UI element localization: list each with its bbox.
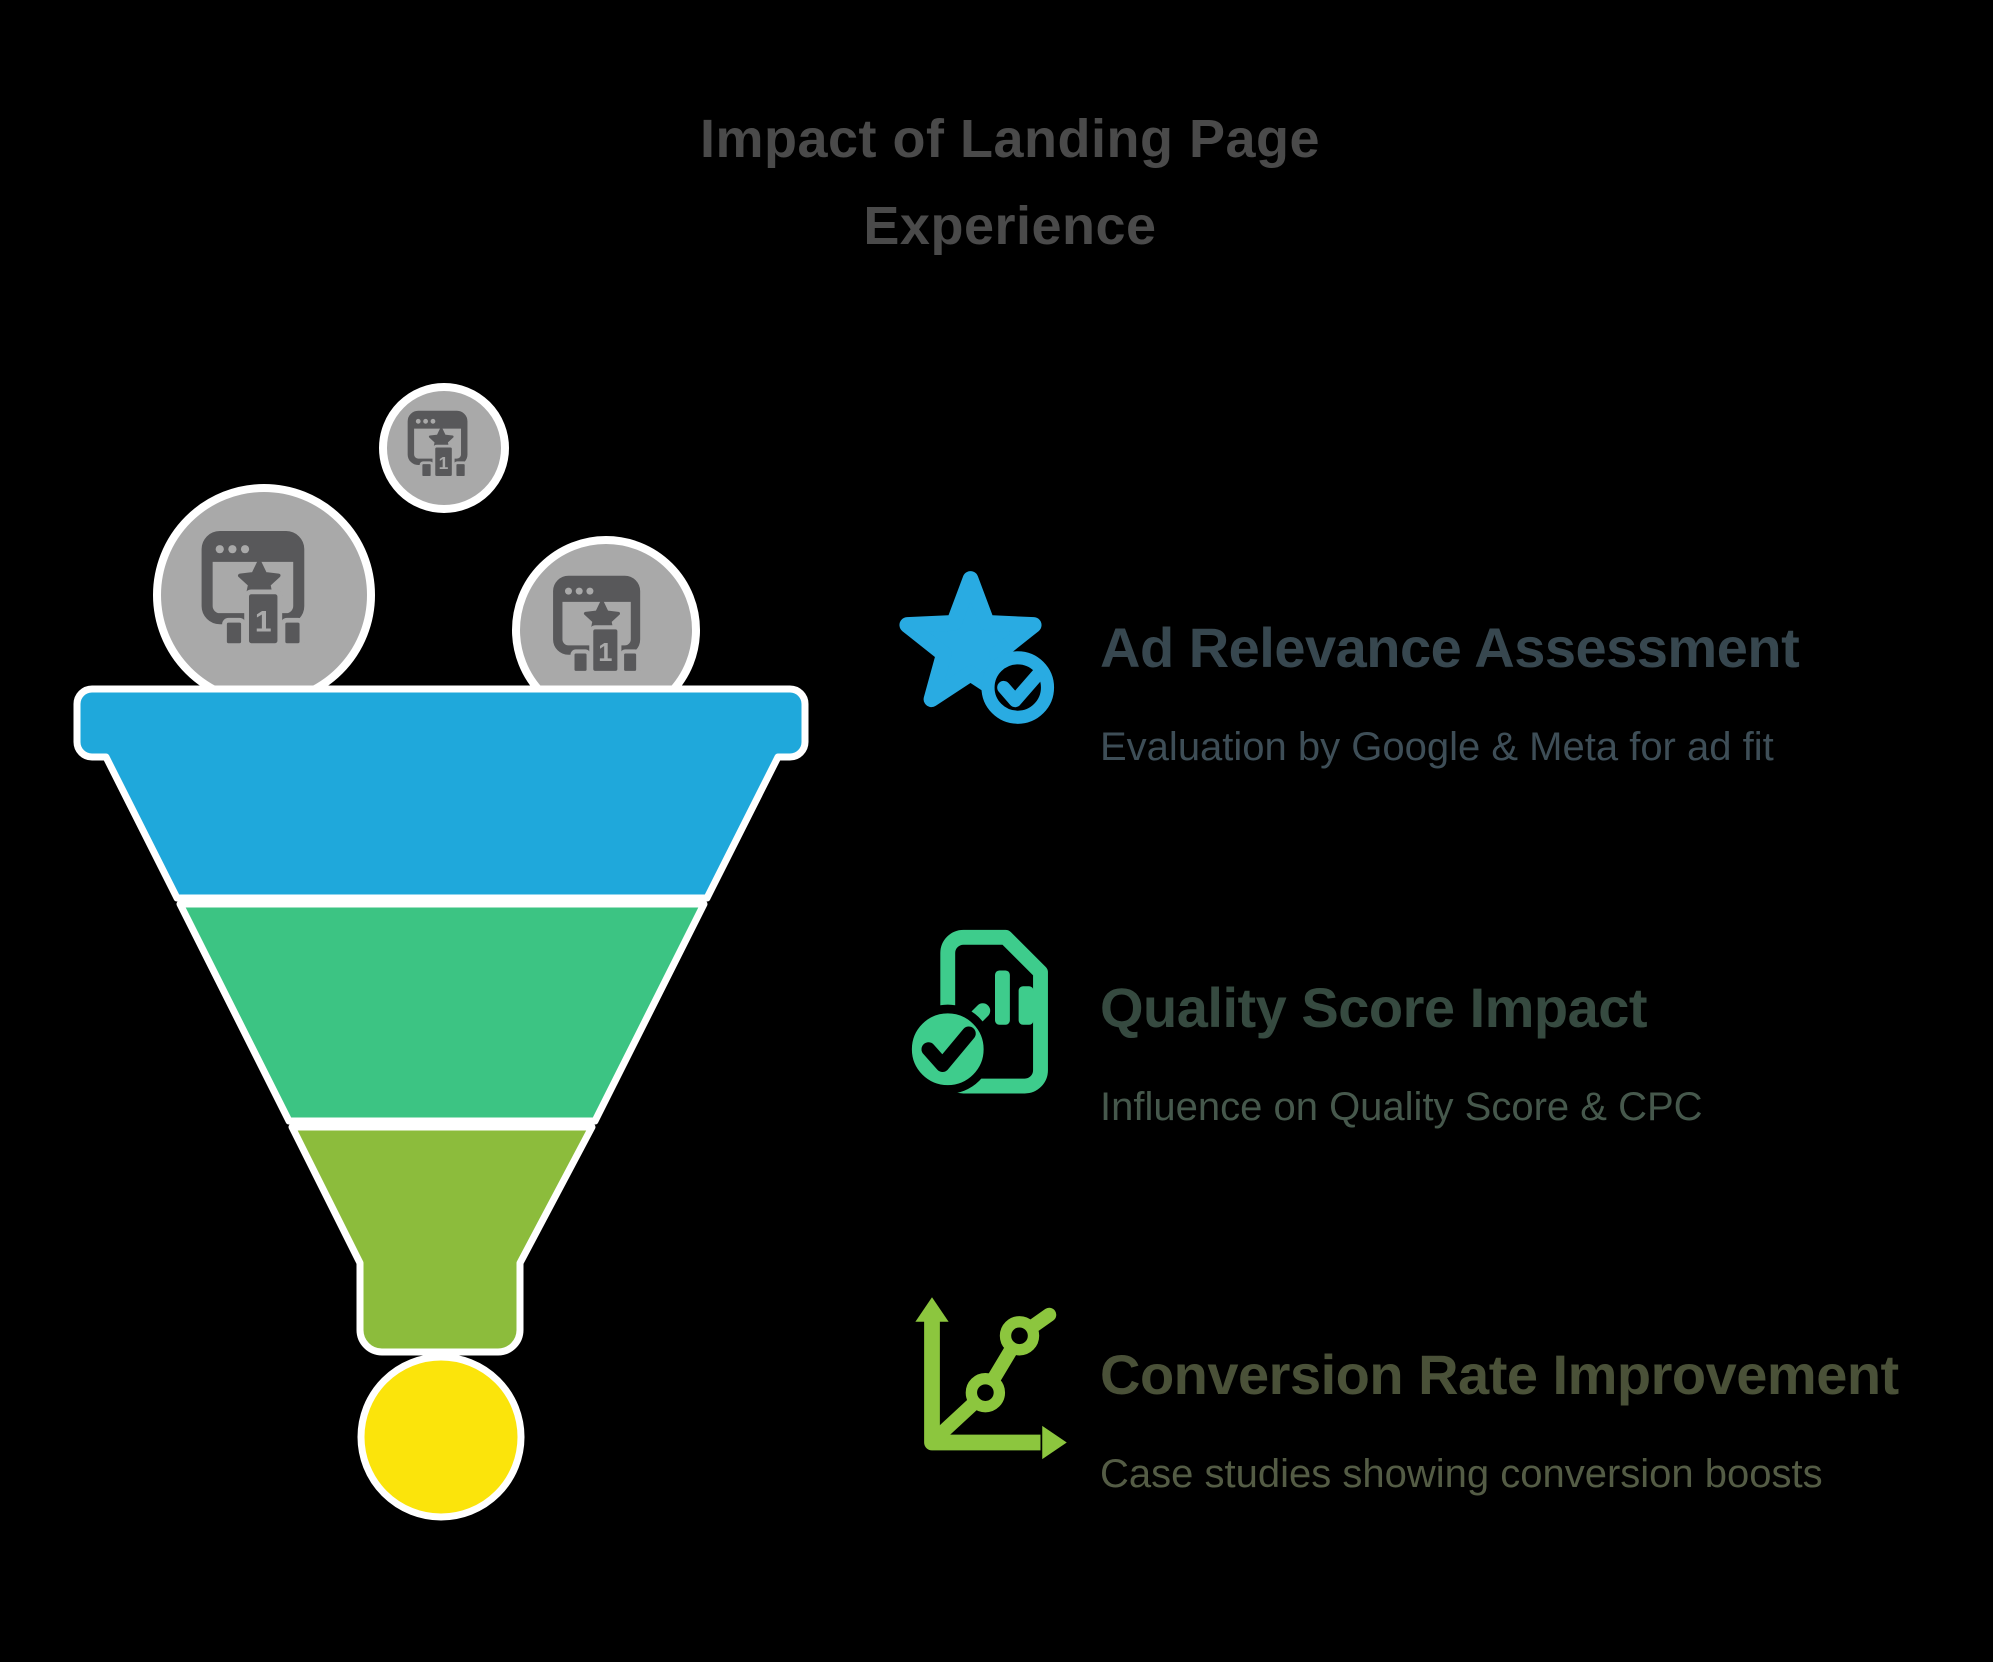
feature-item-ad-relevance: Ad Relevance Assessment Evaluation by Go…: [895, 565, 1945, 825]
item-description: Influence on Quality Score & CPC: [1100, 1085, 1703, 1129]
document-chart-check-icon: [897, 925, 1072, 1100]
feature-item-quality-score: Quality Score Impact Influence on Qualit…: [895, 925, 1945, 1185]
title-line-1: Impact of Landing Page: [699, 109, 1321, 169]
funnel-drop-circle: [357, 1353, 525, 1521]
item-title: Quality Score Impact: [1100, 976, 1648, 1039]
item-title: Ad Relevance Assessment: [1100, 616, 1800, 679]
funnel-diagram: 1: [73, 383, 809, 1521]
website-bubble-left: [153, 484, 375, 706]
item-description: Evaluation by Google & Meta for ad fit: [1100, 725, 1774, 769]
star-check-icon: [897, 565, 1072, 740]
growth-chart-icon: [897, 1292, 1072, 1467]
title-line-2: Experience: [863, 196, 1157, 257]
item-title: Conversion Rate Improvement: [1100, 1343, 1899, 1406]
item-description: Case studies showing conversion boosts: [1100, 1452, 1823, 1496]
funnel-segment-lower: [288, 1123, 596, 1356]
funnel-segment-middle: [176, 900, 708, 1125]
feature-item-conversion-rate: Conversion Rate Improvement Case studies…: [895, 1292, 1945, 1552]
website-bubble-small: [379, 383, 509, 513]
funnel-segment-top: [73, 685, 809, 902]
